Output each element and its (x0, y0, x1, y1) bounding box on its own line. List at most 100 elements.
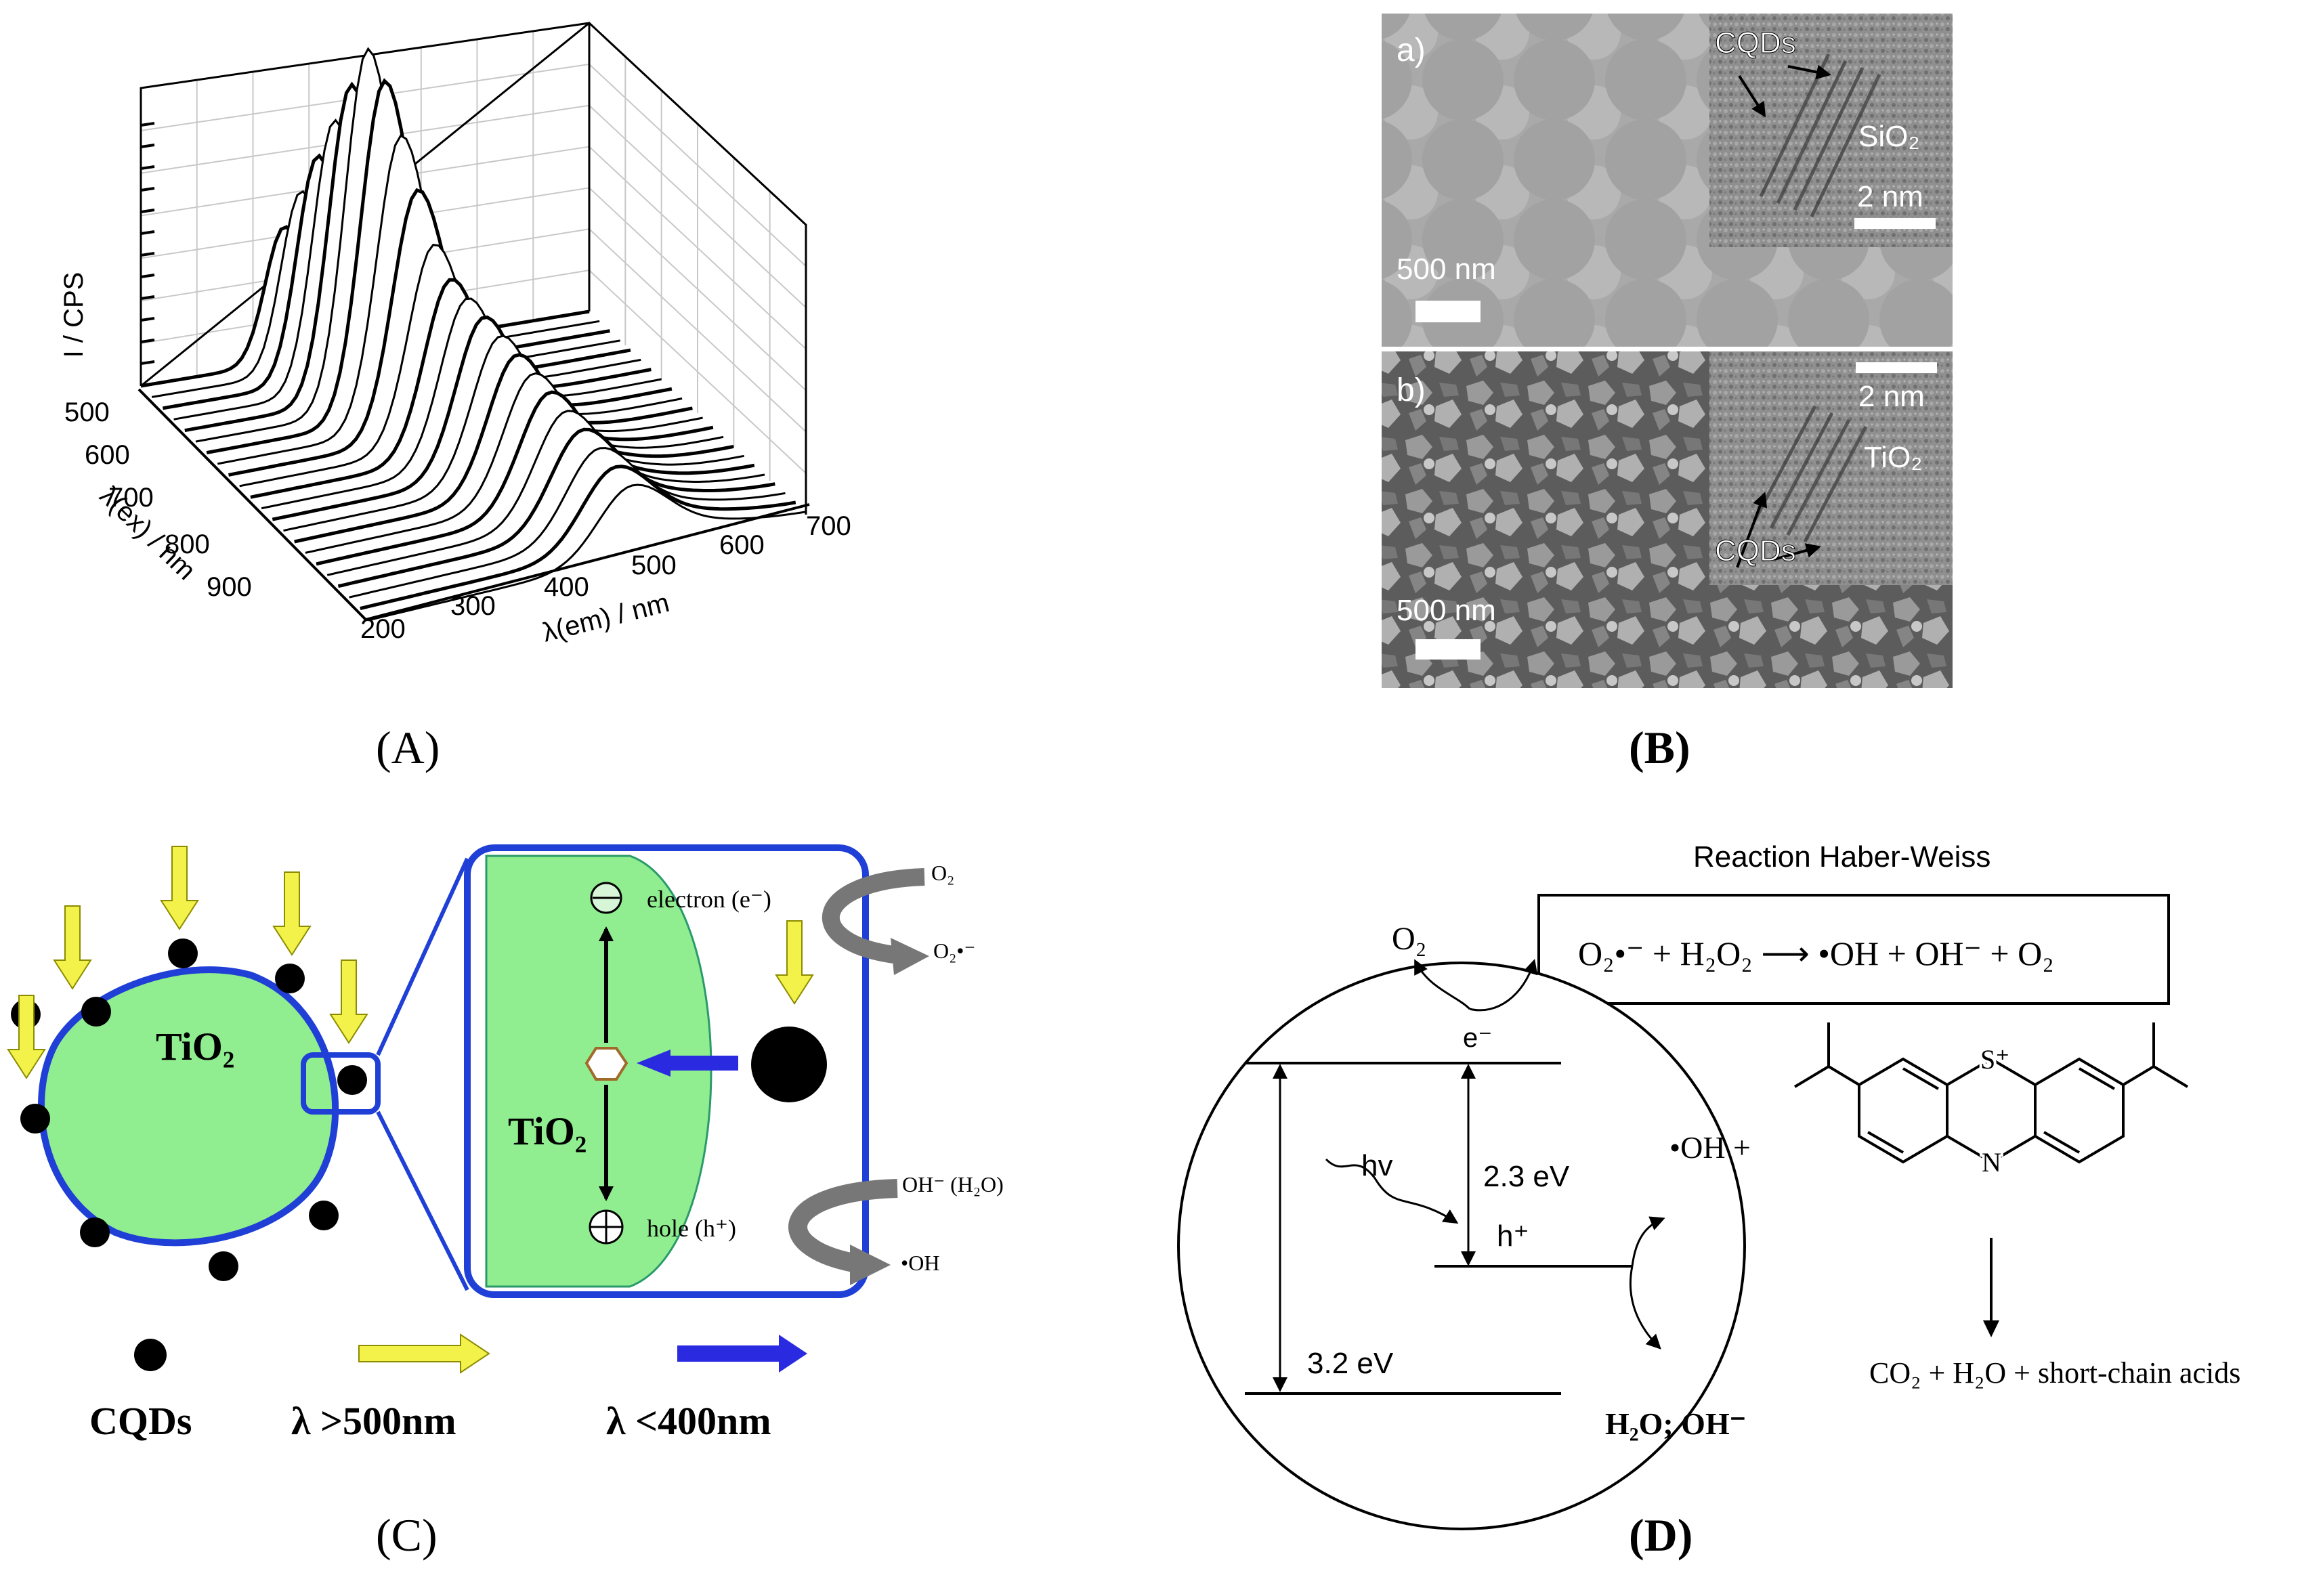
panel-c-tio2-particle (38, 966, 339, 1247)
panel-b-b-tag: b) (1397, 372, 1426, 408)
panel-d-gap-label: 2.3 eV (1483, 1160, 1570, 1193)
panel-d-photon-icon (1325, 1158, 1459, 1224)
panel-a-ex-tick-800: 800 (165, 530, 210, 559)
panel-d-reaction: O₂•⁻ + H₂O₂ ⟶ •OH + OH⁻ + O₂ (1578, 934, 2054, 972)
panel-c-mechanism: TiO₂ TiO₂ elec (7, 844, 1004, 1443)
panel-b-sem-b: b) 2 nm TiO₂ CQDs 500 nm (1382, 351, 1953, 688)
panel-c-legend-cqd-label: CQDs (89, 1399, 192, 1443)
panel-d-label: (D) (1629, 1509, 1693, 1561)
panel-b-b-tio2-label: TiO₂ (1864, 441, 1922, 474)
panel-a-ex-tick-500: 500 (64, 397, 110, 427)
spectrum-curve (349, 447, 786, 599)
panel-d-o2-label: O₂ (1392, 921, 1426, 957)
yellow-arrow-icon (160, 846, 199, 930)
panel-c-legend-blue-arrow-icon (677, 1335, 807, 1373)
panel-b-a-inset-scale-text: 2 nm (1857, 180, 1923, 213)
panel-a-ex-tick-700: 700 (108, 483, 154, 513)
panel-a-em-tick-700: 700 (806, 511, 851, 541)
panel-d-title: Reaction Haber-Weiss (1693, 840, 1990, 874)
panel-a-em-tick-600: 600 (719, 530, 765, 560)
panel-d-water-arrow-icon (1629, 1266, 1661, 1350)
panel-c-yellow-arrows (7, 846, 368, 1079)
panel-a-ex-tick-900: 900 (207, 572, 252, 602)
panel-c-zoom-yellow-arrow-icon (775, 920, 814, 1005)
panel-b-b-main-scale-text: 500 nm (1397, 594, 1496, 627)
panel-b-a-inset-scale-bar (1854, 218, 1936, 229)
panel-a-em-axis (365, 503, 810, 621)
panel-b-a-tag: a) (1397, 33, 1426, 68)
panel-c-superoxide-label: O₂•⁻ (933, 939, 975, 963)
panel-b-b-inset-scale-bar (1856, 362, 1937, 373)
panel-a-spectra (140, 47, 807, 621)
panel-d-oh-out-arrow-icon (1631, 1216, 1665, 1267)
panel-d-products: CO₂ + H₂O + short-chain acids (1869, 1356, 2240, 1389)
panel-d-o2-arrow-icon (1414, 959, 1471, 1010)
cqd-dot (337, 1065, 367, 1095)
panel-d-sulfur-label: S⁺ (1980, 1044, 2009, 1075)
cqd-dot (81, 997, 111, 1027)
yellow-arrow-icon (53, 905, 92, 990)
panel-c-legend-cqd-icon (134, 1339, 167, 1371)
panel-d-hv-label: hv (1361, 1149, 1392, 1182)
panel-c-zoom-cqd (751, 1027, 827, 1102)
panel-c-legend-yellow-label: λ >500nm (291, 1399, 456, 1443)
panel-b-a-cqds-label: CQDs (1715, 26, 1796, 60)
cqd-dot (20, 1104, 50, 1134)
panel-a-em-tick-300: 300 (450, 591, 496, 621)
panel-c-electron-label: electron (e⁻) (647, 886, 771, 913)
spectrum-curve (360, 465, 796, 611)
panel-d-superoxide-arrow-icon (1469, 959, 1538, 1012)
yellow-arrow-icon (7, 995, 46, 1079)
panel-a-ex-tick-600: 600 (85, 440, 130, 470)
panel-d-hole-label: h⁺ (1497, 1220, 1529, 1253)
panel-c-oh-curve-arrow-icon (788, 1179, 898, 1272)
panel-b-sem-a: a) CQDs SiO₂ 2 nm 500 nm (1382, 14, 1953, 347)
cqd-dot (80, 1217, 110, 1247)
panel-b-a-main-scale-text: 500 nm (1397, 253, 1496, 286)
panel-c-hole-label: hole (h⁺) (647, 1215, 736, 1242)
panel-d-water-label: H₂O; OH⁻ (1605, 1406, 1746, 1441)
panel-d-bandgap-label: 3.2 eV (1307, 1347, 1394, 1380)
panel-d-nitrogen-label: N (1982, 1147, 2001, 1178)
panel-c-legend-blue-label: λ <400nm (606, 1399, 771, 1443)
panel-c-particle-label: TiO₂ (156, 1025, 234, 1069)
panel-a-y-axis-title: I / CPS (59, 272, 89, 358)
panel-b-b-cqds-label: CQDs (1715, 534, 1796, 567)
panel-c-vacancy-icon (584, 1047, 629, 1081)
panel-c-oh-product-label: •OH (901, 1251, 939, 1275)
cqd-dot (309, 1201, 339, 1230)
panel-c-zoom-marker (301, 1052, 381, 1115)
panel-a-3d-spectra: I / CPS 500 600 700 800 900 λ(ex) / nm 2… (59, 22, 851, 648)
yellow-arrow-icon (329, 959, 368, 1044)
panel-b-label: (B) (1629, 722, 1690, 773)
cqd-dot (168, 939, 198, 968)
panel-d-reaction-box (1537, 894, 2170, 1005)
panel-a-y-ticks (140, 122, 155, 365)
panel-a-em-tick-400: 400 (544, 572, 589, 602)
panel-d-particle (1177, 962, 1746, 1530)
panel-c-label: (C) (376, 1509, 438, 1561)
panel-d-methylene-blue-structure (1793, 1022, 2189, 1327)
panel-a-label: (A) (376, 722, 440, 773)
panel-d-oh-plus: •OH + (1669, 1130, 1751, 1165)
panel-d-electron-label: e⁻ (1463, 1023, 1492, 1053)
panel-a-ex-axis (137, 388, 367, 621)
panel-b-a-sio2-label: SiO₂ (1858, 120, 1919, 153)
spectrum-curve (337, 427, 775, 588)
panel-c-oh-source-label: OH⁻ (H₂O) (902, 1172, 1004, 1196)
panel-a-em-tick-500: 500 (631, 551, 677, 580)
cqd-dot (209, 1251, 238, 1281)
panel-c-o2-label: O₂ (931, 861, 954, 885)
yellow-arrow-icon (272, 871, 312, 956)
panel-c-legend-yellow-arrow-icon (358, 1333, 490, 1374)
spectrum-curve (370, 483, 807, 621)
panel-b-micrographs: a) CQDs SiO₂ 2 nm 500 nm b) 2 nm TiO₂ (1382, 14, 1953, 688)
panel-c-zoom-label: TiO₂ (508, 1109, 587, 1153)
panel-a-em-tick-200: 200 (360, 614, 406, 644)
panel-d-mechanism: Reaction Haber-Weiss O₂•⁻ + H₂O₂ ⟶ •OH +… (1177, 840, 2240, 1530)
panel-b-b-inset-scale-text: 2 nm (1858, 380, 1925, 413)
panel-b-a-main-scale-bar (1415, 301, 1481, 322)
cqd-dot (275, 964, 305, 993)
panel-b-b-tem-inset (1709, 351, 1953, 585)
